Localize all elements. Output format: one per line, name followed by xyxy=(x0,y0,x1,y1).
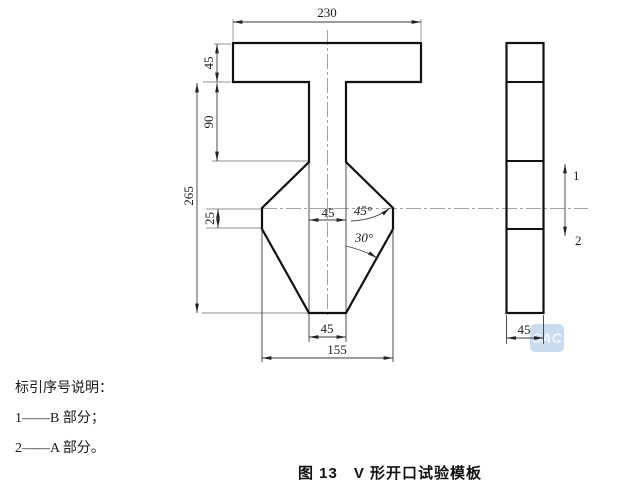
dim-corner-edge: 25 xyxy=(202,209,220,228)
legend-item-1: 1——B 部分； xyxy=(15,411,105,426)
side-view-outline xyxy=(505,41,545,315)
dim-stem-height: 90 xyxy=(201,83,219,161)
dim-body-width: 155 xyxy=(262,342,393,360)
front-view xyxy=(231,41,423,315)
extension-lines xyxy=(202,19,544,362)
angle-arc-45 xyxy=(350,207,391,222)
sac-watermark-logo: SAC xyxy=(530,324,564,352)
angle-text-30: 30° xyxy=(354,230,373,245)
dim-side-thickness: 45 xyxy=(506,322,544,340)
legend-heading: 标引序号说明： xyxy=(15,381,113,396)
centerlines xyxy=(262,30,588,316)
dim-text-45-flange: 45 xyxy=(201,57,216,70)
dim-bottom-flat: 45 xyxy=(309,321,346,339)
dim-text-265: 265 xyxy=(181,186,196,206)
legend-item-2: 2——A 部分。 xyxy=(15,441,105,456)
angle-upper-45deg: 45° xyxy=(350,203,391,222)
legend-notes: 标引序号说明： 1——B 部分； 2——A 部分。 xyxy=(15,381,113,471)
dim-text-45-stem: 45 xyxy=(322,205,335,220)
watermark-text: SAC xyxy=(532,330,562,346)
dim-text-25: 25 xyxy=(202,212,217,225)
dim-flange-height: 45 xyxy=(201,44,219,82)
dim-overall-height: 265 xyxy=(181,83,199,313)
angle-lower-30deg: 30° xyxy=(345,230,378,259)
dim-flange-width: 230 xyxy=(233,5,421,24)
angle-arc-30 xyxy=(345,245,378,259)
dim-stem-width: 45 xyxy=(309,205,346,222)
figure-caption: 图 13 V 形开口试验模板 xyxy=(297,465,483,482)
part-pointer-label-2: 2 xyxy=(575,233,582,248)
angle-text-45: 45° xyxy=(354,203,372,218)
side-view xyxy=(505,41,545,315)
dim-text-45-side: 45 xyxy=(518,322,531,337)
dim-text-230: 230 xyxy=(317,5,337,20)
dim-text-90: 90 xyxy=(201,116,216,129)
part-pointer: 1 2 xyxy=(563,164,582,248)
dim-text-45-bottom: 45 xyxy=(321,321,334,336)
part-pointer-label-1: 1 xyxy=(573,168,580,183)
dim-text-155: 155 xyxy=(327,342,347,357)
front-view-outline xyxy=(231,41,423,315)
